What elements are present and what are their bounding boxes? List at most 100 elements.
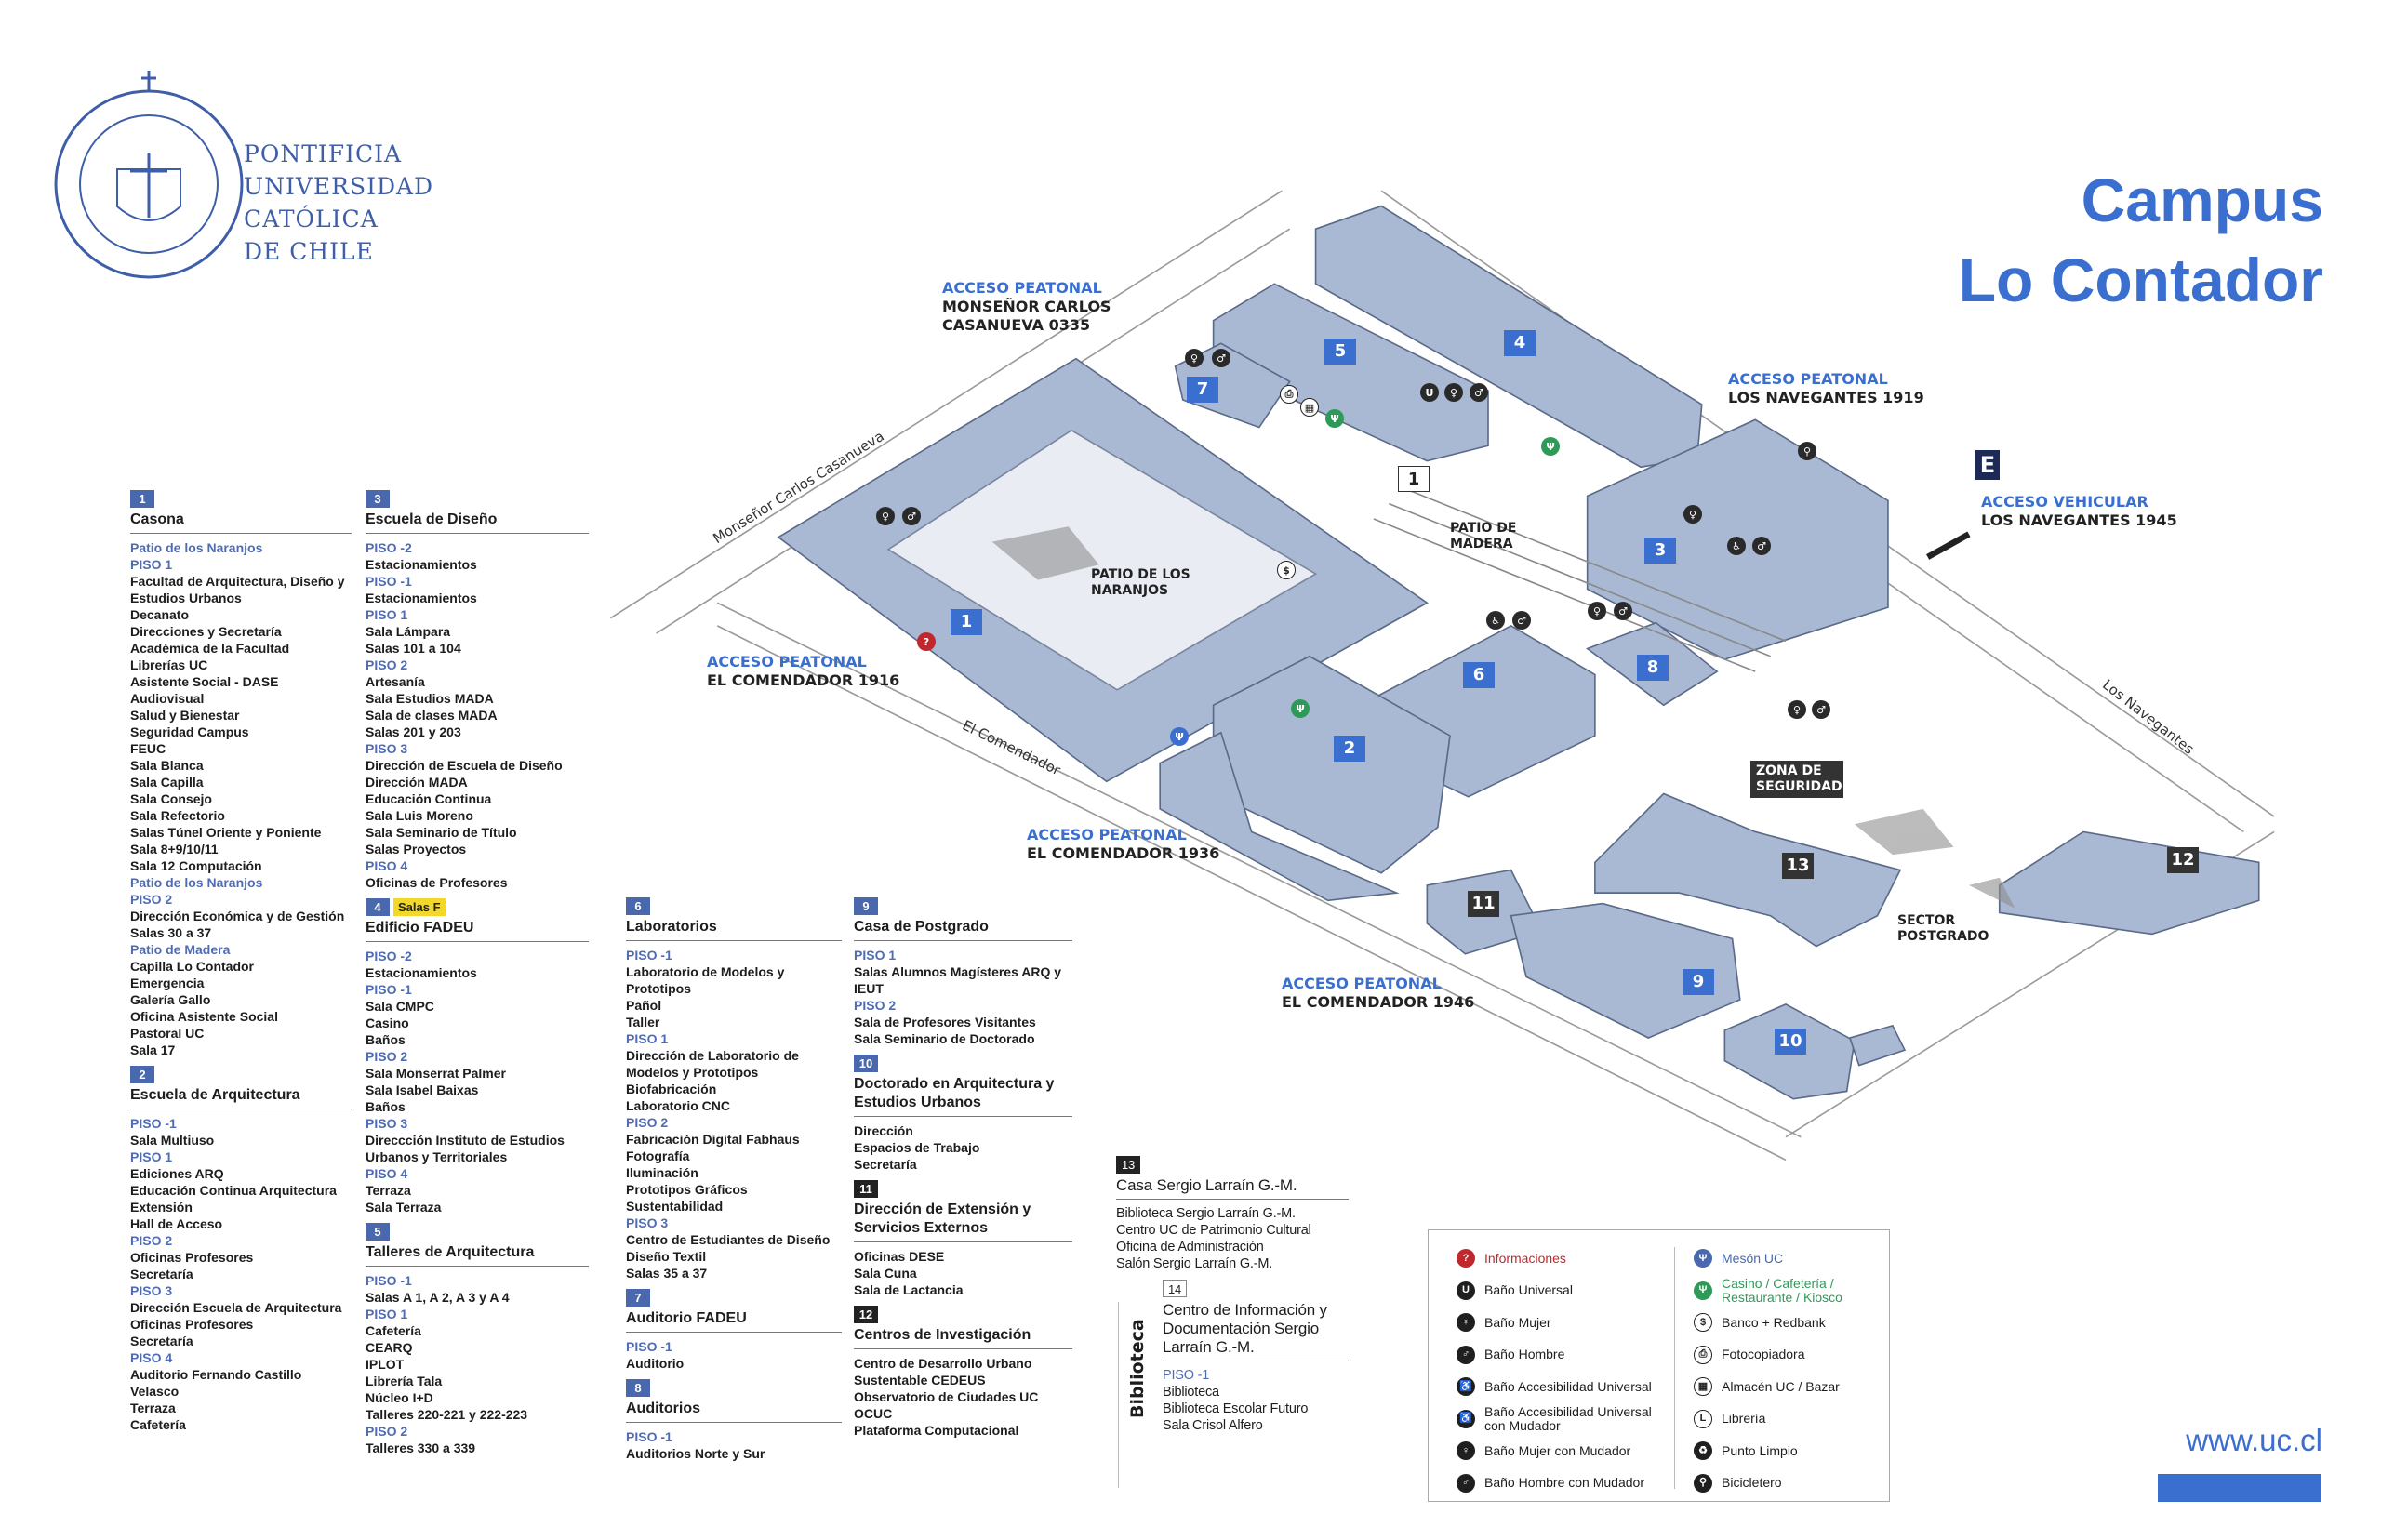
biblioteca-label: Biblioteca	[1127, 1319, 1148, 1418]
room-item: Secretaría	[854, 1157, 917, 1172]
casino-icon[interactable]: Ψ	[1325, 409, 1344, 428]
men-changing-icon[interactable]: ♂	[1812, 700, 1830, 719]
room-item: Fabricación Digital Fabhaus	[626, 1132, 800, 1147]
building-number-badge: 9	[854, 897, 878, 915]
floor-label: PISO -1	[366, 982, 412, 997]
store-icon[interactable]: ▦	[1300, 398, 1319, 417]
patio-marker[interactable]: 1	[1398, 466, 1430, 492]
women-changing-icon[interactable]: ♀	[1788, 700, 1806, 719]
floor-label: PISO 2	[366, 1049, 408, 1064]
room-item: Dirección de Laboratorio de Modelos y Pr…	[626, 1048, 799, 1080]
casino-icon[interactable]: Ψ	[1291, 699, 1310, 718]
patio-madera-label: PATIO DE MADERA	[1450, 521, 1517, 551]
men-restroom-icon[interactable]: ♂	[902, 507, 921, 525]
meson-uc-icon[interactable]: Ψ	[1170, 727, 1189, 746]
women-restroom-icon[interactable]: ♀	[1444, 383, 1463, 402]
accessible-restroom-icon[interactable]: ♿	[1727, 537, 1746, 555]
room-item: Hall de Acceso	[130, 1216, 223, 1231]
men-restroom-icon[interactable]: ♂	[1512, 611, 1531, 630]
section-header: 7	[626, 1289, 842, 1307]
section-header: 2	[130, 1066, 352, 1083]
building-badge[interactable]: 12	[2167, 847, 2199, 873]
bookstore-icon: L	[1694, 1409, 1712, 1428]
room-item: Sala Crisol Alfero	[1163, 1418, 1263, 1433]
room-item: Talleres 220-221 y 222-223	[366, 1407, 528, 1422]
icon-legend-label: Baño Hombre con Mudador	[1484, 1475, 1644, 1490]
title-line: Campus	[2081, 166, 2323, 234]
building-badge[interactable]: 6	[1463, 662, 1495, 688]
room-item: Prototipos Gráficos	[626, 1182, 748, 1197]
room-item: Terraza	[130, 1401, 176, 1415]
men-restroom-icon[interactable]: ♂	[1752, 537, 1771, 555]
floor-label: PISO 3	[130, 1283, 173, 1298]
women-restroom-icon: ♀	[1457, 1313, 1475, 1332]
room-item: Dirección Escuela de Arquitectura	[130, 1300, 342, 1315]
men-restroom-icon[interactable]: ♂	[1470, 383, 1488, 402]
building-badge[interactable]: 11	[1468, 891, 1499, 917]
bicycle-icon: ⚲	[1694, 1473, 1712, 1493]
floor-label: PISO -2	[366, 949, 412, 963]
women-restroom-icon[interactable]: ♀	[1588, 602, 1606, 620]
building-badge[interactable]: 5	[1324, 339, 1356, 365]
room-item: Direcciones y Secretaría Académica de la…	[130, 624, 290, 656]
building-badge[interactable]: 3	[1644, 538, 1676, 564]
building-7	[1174, 342, 1291, 429]
room-item: Baños	[366, 1099, 406, 1114]
women-restroom-icon[interactable]: ♀	[876, 507, 895, 525]
building-number-badge: 12	[854, 1306, 878, 1323]
building-12	[1998, 830, 2260, 936]
universal-restroom-icon[interactable]: U	[1420, 383, 1439, 402]
room-item: Baños	[366, 1032, 406, 1047]
building-badge[interactable]: 7	[1187, 377, 1218, 403]
bicycle-icon[interactable]: ⚲	[1798, 442, 1816, 460]
room-item: Sala Lámpara	[366, 624, 451, 639]
room-item: Sala Cuna	[854, 1266, 917, 1281]
building-badge[interactable]: 1	[951, 609, 982, 635]
room-item: Sala Seminario de Doctorado	[854, 1031, 1035, 1046]
section-title: Talleres de Arquitectura	[366, 1243, 589, 1267]
room-item: Biblioteca Sergio Larraín G.-M.	[1116, 1206, 1296, 1221]
bank-icon[interactable]: $	[1277, 561, 1296, 579]
building-badge[interactable]: 10	[1775, 1029, 1806, 1055]
women-restroom-icon[interactable]: ♀	[1185, 349, 1204, 367]
section-title: Centro de Información y Documentación Se…	[1163, 1301, 1349, 1361]
building-badge[interactable]: 9	[1683, 969, 1714, 995]
floor-label: PISO 3	[366, 741, 408, 756]
room-item: Biblioteca	[1163, 1385, 1219, 1400]
building-2-annex	[1159, 731, 1400, 902]
building-badge[interactable]: 13	[1782, 853, 1814, 879]
floor-label: PISO 4	[366, 1166, 408, 1181]
info-icon[interactable]: ?	[917, 632, 936, 651]
website-link[interactable]: www.uc.cl	[2186, 1423, 2322, 1457]
men-restroom-icon[interactable]: ♂	[1614, 602, 1632, 620]
building-badge[interactable]: 4	[1504, 330, 1536, 356]
room-item: Salón Sergio Larraín G.-M.	[1116, 1256, 1273, 1271]
men-restroom-icon[interactable]: ♂	[1212, 349, 1230, 367]
photocopier-icon[interactable]: ⎙	[1280, 385, 1298, 404]
icon-legend-item: ♀Baño Mujer	[1457, 1308, 1669, 1337]
access-name: EL COMENDADOR 1946	[1282, 993, 1475, 1011]
store-icon: ▦	[1694, 1377, 1712, 1396]
women-restroom-icon[interactable]: ♀	[1683, 505, 1702, 524]
accessible-restroom-icon[interactable]: ♿	[1486, 611, 1505, 630]
logo-line: DE CHILE	[244, 238, 374, 265]
room-item: Salas 101 a 104	[366, 641, 461, 656]
room-item: Salas 30 a 37	[130, 925, 212, 940]
section-header: 5	[366, 1223, 589, 1241]
floor-label: PISO 2	[626, 1115, 669, 1130]
casino-icon[interactable]: Ψ	[1541, 437, 1560, 456]
room-item: Sala de Lactancia	[854, 1282, 964, 1297]
building-badge[interactable]: 2	[1334, 736, 1365, 762]
building-badge[interactable]: 8	[1637, 655, 1669, 681]
